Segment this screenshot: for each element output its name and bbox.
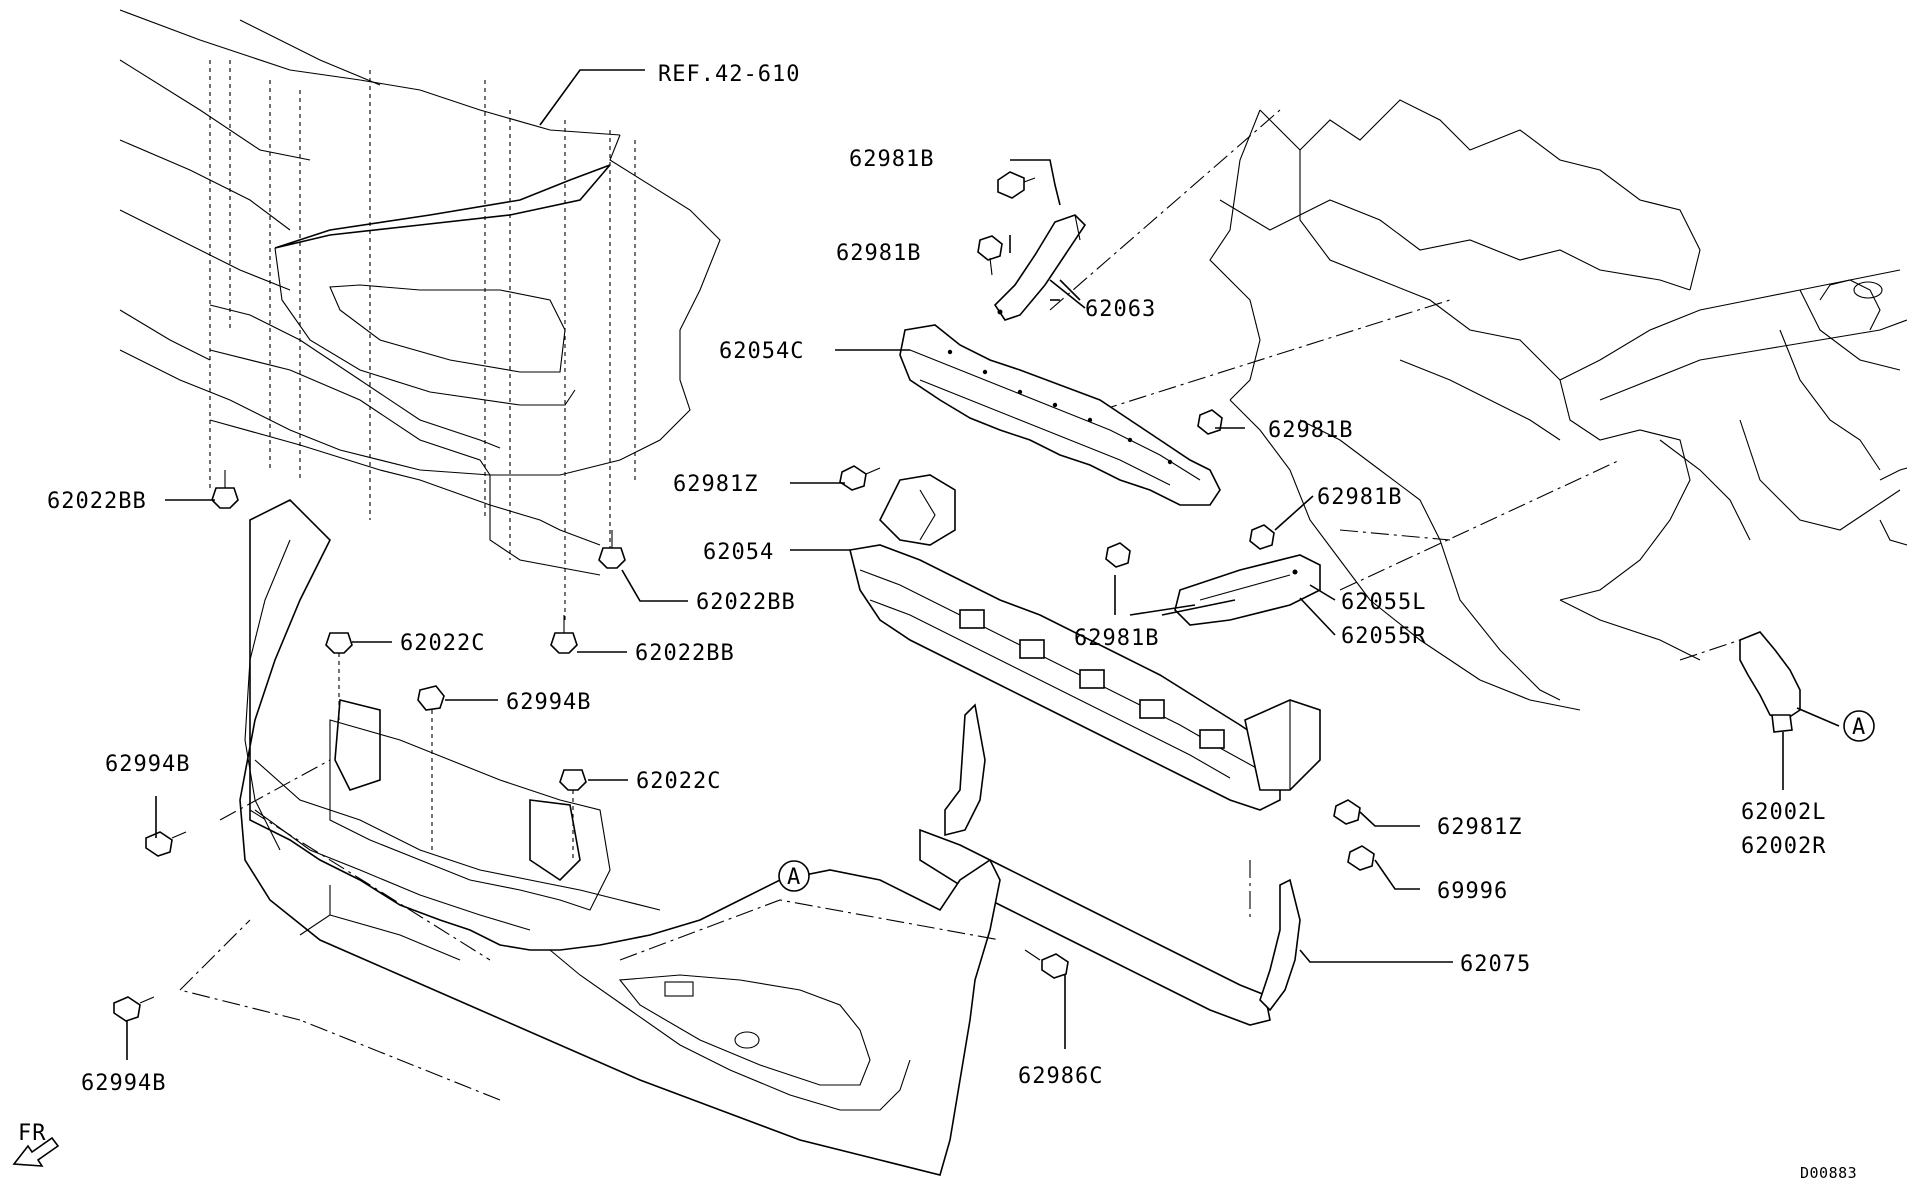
body-frame-outline: [1049, 99, 1907, 711]
label-62994B: 62994B: [105, 752, 190, 777]
bolt-62986C: [1024, 949, 1069, 979]
ref-circle-A-2: [1843, 710, 1875, 742]
label-62022BB: 62022BB: [696, 590, 796, 615]
part-labels: REF.42-610 62981B 62981B 62063 62054C 62…: [18, 62, 1866, 1182]
clip-69996: [1347, 845, 1375, 871]
label-62981Z: 62981Z: [1437, 815, 1522, 840]
clip-62022BB-b: [598, 530, 626, 569]
label-62981B: 62981B: [1268, 418, 1353, 443]
clip-62022BB-a: [211, 470, 239, 509]
label-62054C: 62054C: [719, 339, 804, 364]
label-62022BB: 62022BB: [635, 641, 735, 666]
upper-fascia-cover: [119, 9, 721, 620]
label-62994B: 62994B: [506, 690, 591, 715]
clip-62022C-a: [325, 632, 353, 720]
label-62054: 62054: [703, 540, 774, 565]
label-ref-A: A: [787, 865, 801, 890]
label-62981Z: 62981Z: [673, 472, 758, 497]
label-62981B: 62981B: [1317, 485, 1402, 510]
bracket-62063: [993, 214, 1087, 321]
bracket-62002: [1679, 631, 1801, 733]
bolt-62981Z-right: [1333, 799, 1361, 825]
upper-radiator-support-62054C: [899, 324, 1221, 506]
clip-62022C-b: [559, 769, 587, 860]
bolt-62994B-a: [417, 685, 445, 850]
front-bumper-fascia: [179, 499, 1001, 1176]
leader-lines: [126, 69, 1840, 1060]
label-62055L: 62055L: [1341, 590, 1426, 615]
label-62055R: 62055R: [1341, 624, 1426, 649]
ref-circle-A-1: [778, 860, 810, 892]
bolt-62981B-top: [997, 171, 1036, 199]
bolt-62994B-c: [113, 996, 155, 1022]
bumper-reinforcement-62054: [849, 474, 1321, 811]
label-drawing-id: D00883: [1800, 1164, 1857, 1182]
label-62022BB: 62022BB: [47, 489, 147, 514]
bolt-62994B-b: [145, 831, 187, 857]
label-62022C: 62022C: [400, 631, 485, 656]
label-62986C: 62986C: [1018, 1064, 1103, 1089]
bolt-62981B-mid: [977, 235, 1003, 276]
label-front-marker: FR: [18, 1121, 47, 1146]
label-62063: 62063: [1085, 297, 1156, 322]
label-ref-A: A: [1852, 715, 1866, 740]
bolt-62981B-right: [1105, 409, 1275, 568]
label-69996: 69996: [1437, 879, 1508, 904]
stay-62055: [1174, 554, 1321, 626]
label-ref-42-610: REF.42-610: [658, 62, 800, 87]
label-62075: 62075: [1460, 952, 1531, 977]
label-62002R: 62002R: [1741, 834, 1826, 859]
label-62981B: 62981B: [836, 241, 921, 266]
label-62981B: 62981B: [1074, 626, 1159, 651]
label-62022C: 62022C: [636, 769, 721, 794]
label-62002L: 62002L: [1741, 800, 1826, 825]
lower-bumper-panel-62075: [919, 703, 1301, 1026]
front-direction-arrow: [12, 1136, 60, 1167]
bolt-62981Z-left: [839, 465, 881, 491]
label-62981B: 62981B: [849, 147, 934, 172]
label-62994B: 62994B: [81, 1071, 166, 1096]
clip-62022BB-c: [550, 615, 578, 654]
